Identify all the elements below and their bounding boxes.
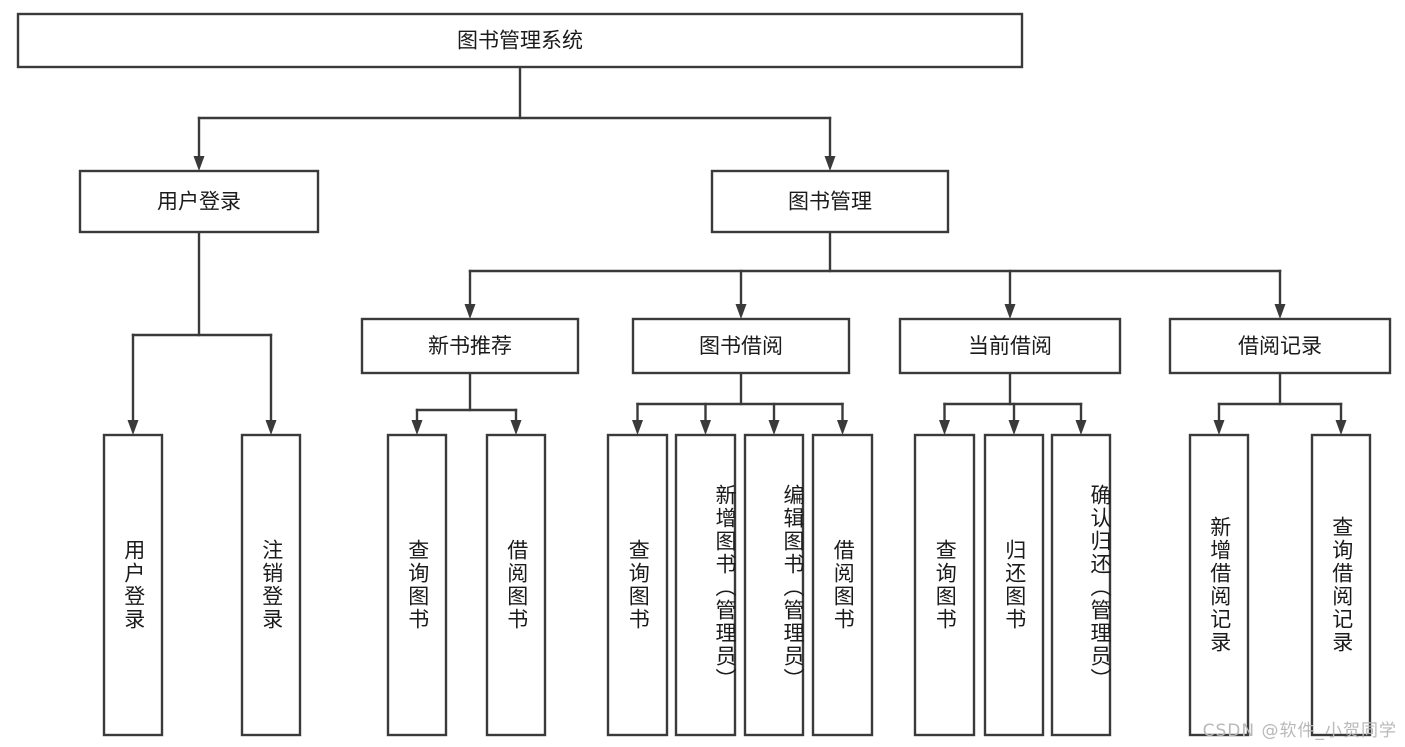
box-layer (16, 12, 1392, 737)
arrow-head (411, 420, 423, 435)
node-leaf-4[interactable] (606, 433, 669, 737)
node-level3-label-2: 当前借阅 (968, 334, 1052, 358)
node-leaf-1[interactable] (240, 433, 302, 737)
node-level3-2[interactable] (898, 317, 1122, 375)
arrow-head (632, 420, 643, 435)
arrow-head (939, 420, 950, 435)
node-level3-label-0: 新书推荐 (428, 334, 512, 358)
arrow-head (1274, 304, 1286, 319)
edges-borrow-to-leaves (632, 371, 848, 435)
node-leaf-6[interactable] (743, 433, 805, 737)
node-root-label: 图书管理系统 (457, 29, 583, 53)
edges-current-to-leaves (939, 371, 1087, 435)
edges-records-to-leaves (1213, 371, 1347, 435)
edges-root-to-level2 (193, 65, 836, 171)
node-leaf-0[interactable] (102, 433, 164, 737)
arrow-head (1075, 420, 1087, 435)
node-leaf-7[interactable] (811, 433, 874, 737)
arrow-head (1004, 304, 1016, 319)
node-leaf-12[interactable] (1310, 433, 1372, 737)
arrow-head (464, 304, 476, 319)
node-leaf-10[interactable] (1050, 433, 1112, 737)
node-leaf-2[interactable] (386, 433, 448, 737)
edges-book-mgmt-to-level3 (464, 230, 1286, 319)
node-level3-label-1: 图书借阅 (699, 334, 783, 358)
edges-user-login-to-leaves (127, 230, 277, 435)
arrow-head (193, 156, 205, 171)
node-leaf-8[interactable] (913, 433, 976, 737)
node-level3-0[interactable] (360, 317, 580, 375)
node-root[interactable] (16, 12, 1024, 69)
node-level2-label-0: 用户登录 (157, 190, 241, 214)
node-level3-3[interactable] (1168, 317, 1392, 375)
node-level2-label-1: 图书管理 (788, 190, 872, 214)
node-level3-1[interactable] (631, 317, 851, 375)
arrow-head (1213, 420, 1225, 435)
node-leaf-3[interactable] (485, 433, 547, 737)
node-leaf-5[interactable] (674, 433, 737, 737)
arrow-head (824, 156, 836, 171)
edges-newbook-to-leaves (411, 371, 522, 435)
node-leaf-11[interactable] (1188, 433, 1250, 737)
arrow-head (265, 420, 277, 435)
arrow-head (1335, 420, 1347, 435)
node-level2-0[interactable] (78, 169, 320, 234)
arrow-head (510, 420, 522, 435)
csdn-watermark: CSDN @软件_小贺同学 (1202, 721, 1397, 741)
arrow-head (837, 420, 848, 435)
arrow-head (127, 420, 139, 435)
connector-layer (127, 65, 1347, 435)
node-level2-1[interactable] (710, 169, 950, 234)
arrow-head (735, 304, 747, 319)
node-level3-label-3: 借阅记录 (1238, 334, 1322, 358)
arrow-head (700, 420, 711, 435)
arrow-head (1008, 420, 1020, 435)
node-leaf-9[interactable] (983, 433, 1045, 737)
arrow-head (768, 420, 780, 435)
